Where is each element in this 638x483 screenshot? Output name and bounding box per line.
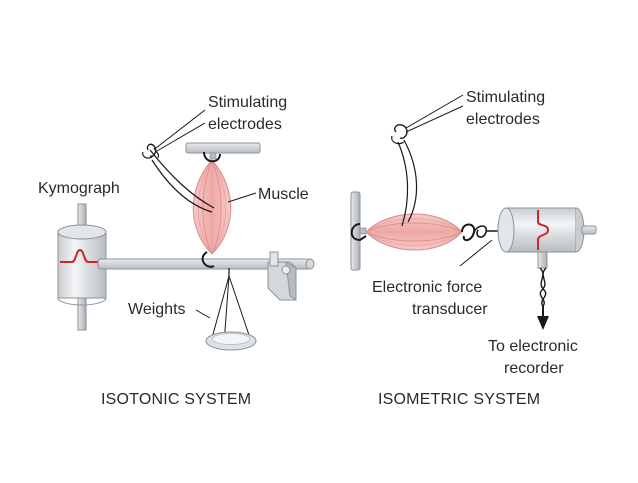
transducer-trace xyxy=(537,210,550,250)
muscle-label: Muscle xyxy=(258,186,309,203)
bottom-hook xyxy=(201,251,215,268)
isometric-electrodes xyxy=(391,94,464,227)
isotonic-electrodes xyxy=(142,109,215,213)
weights-label: Weights xyxy=(128,301,186,318)
lever-pivot xyxy=(267,251,297,301)
arrow-down-icon xyxy=(537,316,549,330)
recorder-cable xyxy=(537,267,549,330)
right-hook xyxy=(461,223,476,242)
kymograph-trace xyxy=(60,248,104,263)
weight-pan xyxy=(205,331,257,351)
recorder-label-line1: To electronic xyxy=(488,338,578,355)
isometric-muscle xyxy=(365,213,463,251)
transducer-label-line1: Electronic force xyxy=(372,279,482,296)
isometric-system: Stimulating electrodes Electronic force … xyxy=(350,89,597,408)
transducer-leader xyxy=(459,239,493,267)
kymograph-label: Kymograph xyxy=(38,180,120,197)
top-clamp xyxy=(185,142,261,160)
force-transducer xyxy=(497,207,597,269)
recorder-label-line2: recorder xyxy=(504,360,564,377)
isometric-caption: ISOMETRIC SYSTEM xyxy=(378,391,540,408)
isotonic-caption: ISOTONIC SYSTEM xyxy=(101,391,251,408)
isom-stimulating-label: Stimulating xyxy=(466,89,545,106)
muscle-leader xyxy=(227,192,257,203)
weights-leader xyxy=(195,309,211,319)
isotonic-system: Stimulating electrodes Kymograph Muscle … xyxy=(38,94,315,408)
isom-electrodes-label: electrodes xyxy=(466,111,540,128)
iso-stimulating-label: Stimulating xyxy=(208,94,287,111)
left-hook xyxy=(350,223,367,242)
top-hook xyxy=(203,151,221,163)
transducer-label-line2: transducer xyxy=(412,301,488,318)
iso-electrodes-label: electrodes xyxy=(208,116,282,133)
